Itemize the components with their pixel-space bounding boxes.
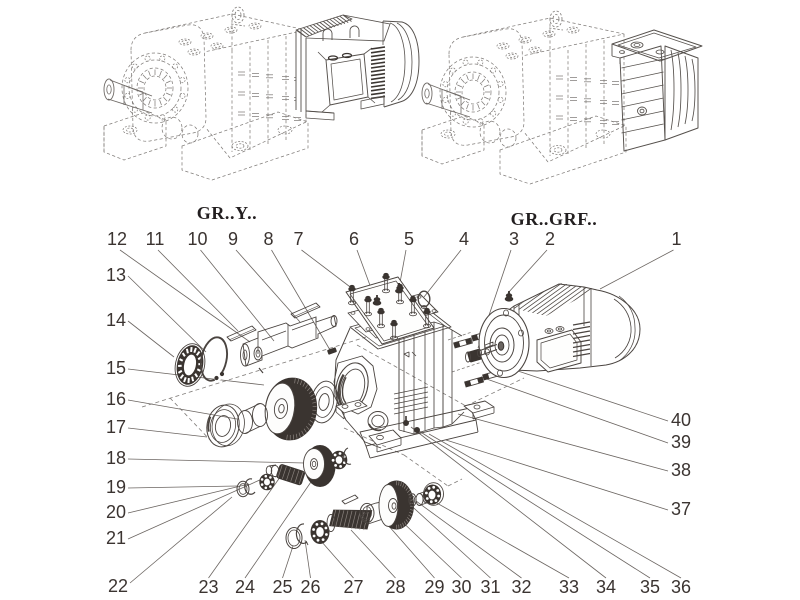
svg-text:12: 12 (107, 229, 127, 249)
svg-text:14: 14 (106, 310, 126, 330)
svg-text:13: 13 (106, 265, 126, 285)
svg-text:34: 34 (596, 577, 616, 597)
svg-text:9: 9 (228, 229, 238, 249)
svg-text:38: 38 (671, 460, 691, 480)
svg-text:5: 5 (404, 229, 414, 249)
svg-text:30: 30 (451, 577, 471, 597)
svg-text:37: 37 (671, 499, 691, 519)
svg-text:39: 39 (671, 432, 691, 452)
svg-text:15: 15 (106, 358, 126, 378)
svg-text:33: 33 (559, 577, 579, 597)
svg-text:3: 3 (509, 229, 519, 249)
svg-text:20: 20 (106, 502, 126, 522)
svg-text:24: 24 (235, 577, 255, 597)
svg-text:1: 1 (671, 229, 681, 249)
svg-text:11: 11 (146, 229, 165, 249)
svg-text:31: 31 (480, 577, 500, 597)
svg-text:10: 10 (187, 229, 207, 249)
svg-text:7: 7 (293, 229, 303, 249)
svg-text:27: 27 (343, 577, 363, 597)
svg-text:GR..GRF..: GR..GRF.. (511, 209, 598, 229)
svg-text:35: 35 (640, 577, 660, 597)
svg-text:6: 6 (349, 229, 359, 249)
svg-text:16: 16 (106, 389, 126, 409)
svg-text:18: 18 (106, 448, 126, 468)
svg-text:23: 23 (198, 577, 218, 597)
svg-text:21: 21 (106, 528, 126, 548)
svg-text:GR..Y..: GR..Y.. (197, 203, 258, 223)
svg-text:22: 22 (108, 576, 128, 596)
svg-text:29: 29 (424, 577, 444, 597)
svg-text:19: 19 (106, 477, 126, 497)
svg-text:40: 40 (671, 410, 691, 430)
svg-text:32: 32 (511, 577, 531, 597)
svg-text:25: 25 (272, 577, 292, 597)
svg-text:2: 2 (545, 229, 555, 249)
svg-text:17: 17 (106, 417, 126, 437)
svg-text:4: 4 (459, 229, 469, 249)
svg-text:8: 8 (263, 229, 273, 249)
svg-text:26: 26 (300, 577, 320, 597)
svg-text:28: 28 (385, 577, 405, 597)
svg-text:36: 36 (671, 577, 691, 597)
